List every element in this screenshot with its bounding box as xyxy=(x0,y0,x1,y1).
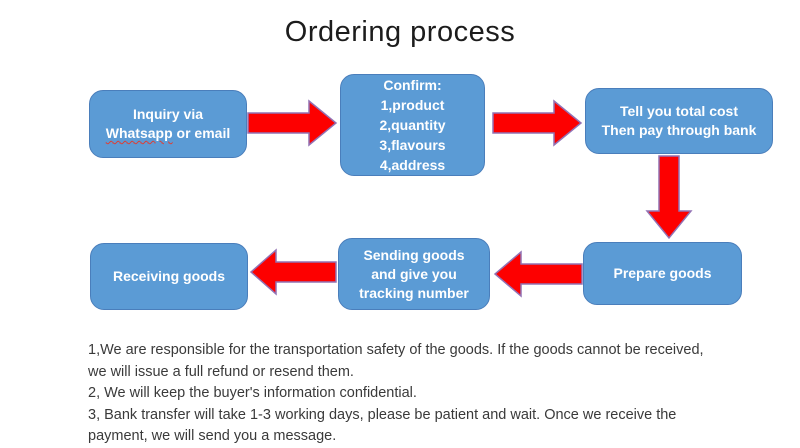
flow-box-line: Sending goods xyxy=(363,246,465,263)
flow-box-inquiry: Inquiry via Whatsapp or email xyxy=(89,90,247,158)
flow-box-line: Prepare goods xyxy=(613,265,712,281)
footnote-2: 2, We will keep the buyer's information … xyxy=(88,385,417,401)
arrow-down-icon xyxy=(645,155,693,240)
flow-box-line: 4,address xyxy=(379,157,446,173)
flow-box-line: Whatsapp or email xyxy=(106,124,230,143)
flow-box-total-cost: Tell you total cost Then pay through ban… xyxy=(585,88,773,154)
flow-box-line-rest: or email xyxy=(172,125,231,141)
flow-box-sending-goods: Sending goods and give you tracking numb… xyxy=(338,238,490,310)
footnotes: 1,We are responsible for the transportat… xyxy=(88,340,752,448)
footnote-3: 3, Bank transfer will take 1-3 working d… xyxy=(88,406,677,445)
flow-box-line: 1,product xyxy=(380,97,445,113)
flow-box-line: tracking number xyxy=(359,284,469,301)
arrow-left-icon xyxy=(250,248,337,296)
flow-box-receiving-goods: Receiving goods xyxy=(90,243,248,310)
flow-box-line: Then pay through bank xyxy=(601,122,757,138)
flow-box-confirm: Confirm: 1,product 2,quantity 3,flavours… xyxy=(340,74,485,176)
page-title: Ordering process xyxy=(284,16,516,48)
flow-box-prepare-goods: Prepare goods xyxy=(583,242,742,305)
flow-box-line: and give you xyxy=(371,265,457,282)
flow-box-line: Inquiry via xyxy=(132,106,204,122)
arrow-right-icon xyxy=(247,99,338,147)
flow-box-line: Tell you total cost xyxy=(620,103,738,119)
arrow-right-icon xyxy=(492,99,583,147)
flow-box-line: Confirm: xyxy=(383,77,442,93)
spellcheck-underline-word: Whatsapp xyxy=(105,125,173,141)
footnote-1: 1,We are responsible for the transportat… xyxy=(88,342,704,380)
flow-box-line: 2,quantity xyxy=(379,117,446,133)
arrow-left-icon xyxy=(494,250,583,298)
flow-box-line: 3,flavours xyxy=(379,137,446,153)
flow-box-line: Receiving goods xyxy=(112,268,226,284)
